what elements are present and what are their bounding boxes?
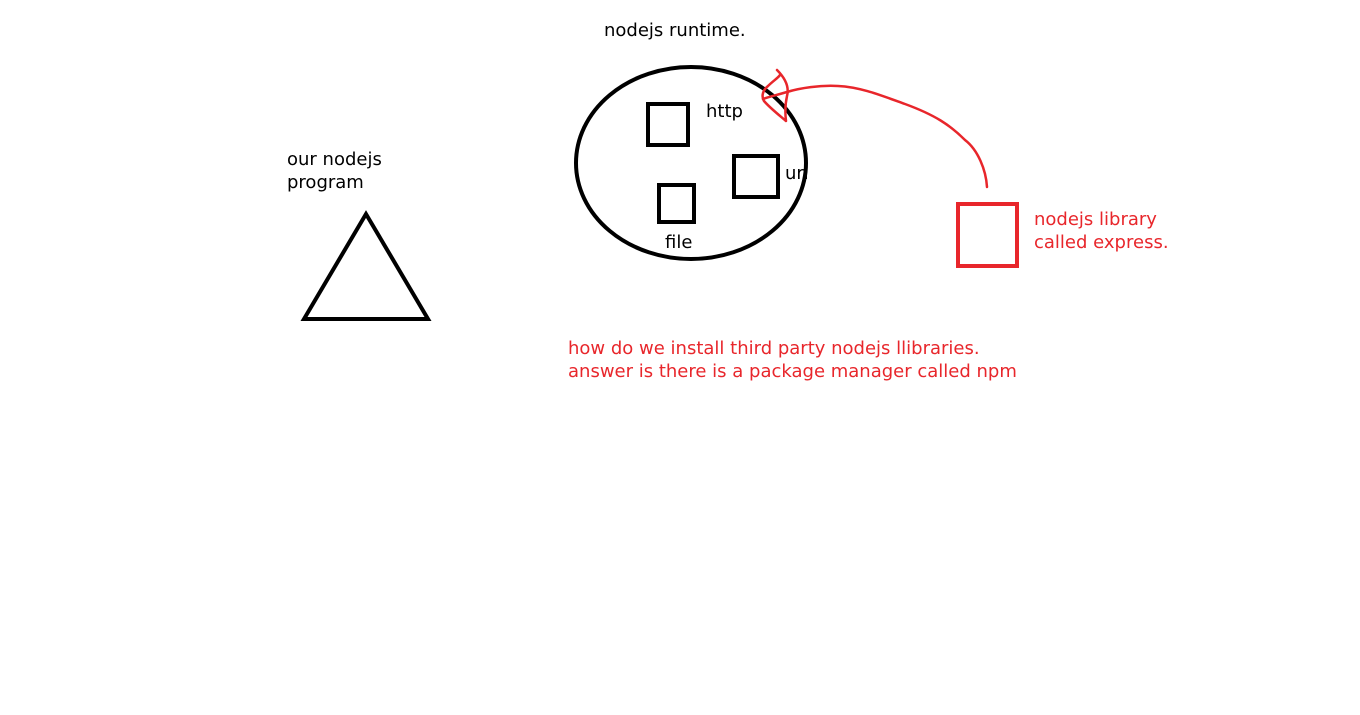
note-line2: answer is there is a package manager cal…: [568, 361, 1017, 382]
url-module-label: url: [785, 162, 807, 185]
note-line1: how do we install third party nodejs lli…: [568, 338, 980, 359]
url-module-box: [732, 154, 780, 199]
library-label-line2: called express.: [1034, 232, 1169, 253]
file-module-label: file: [665, 232, 693, 253]
runtime-title: nodejs runtime.: [604, 20, 746, 41]
install-arrow: [761, 84, 989, 189]
library-label-line1: nodejs library: [1034, 209, 1157, 230]
http-module-box: [646, 102, 690, 147]
runtime-ellipse: [574, 65, 808, 261]
program-label-line1: our nodejs: [287, 149, 382, 170]
program-label-line2: program: [287, 172, 364, 193]
express-library-box: [956, 202, 1019, 268]
arrow-head: [761, 68, 789, 123]
url-module-text: url: [785, 163, 807, 184]
program-triangle: [300, 210, 432, 321]
http-module-label: http: [706, 101, 743, 122]
file-module-box: [657, 183, 696, 224]
